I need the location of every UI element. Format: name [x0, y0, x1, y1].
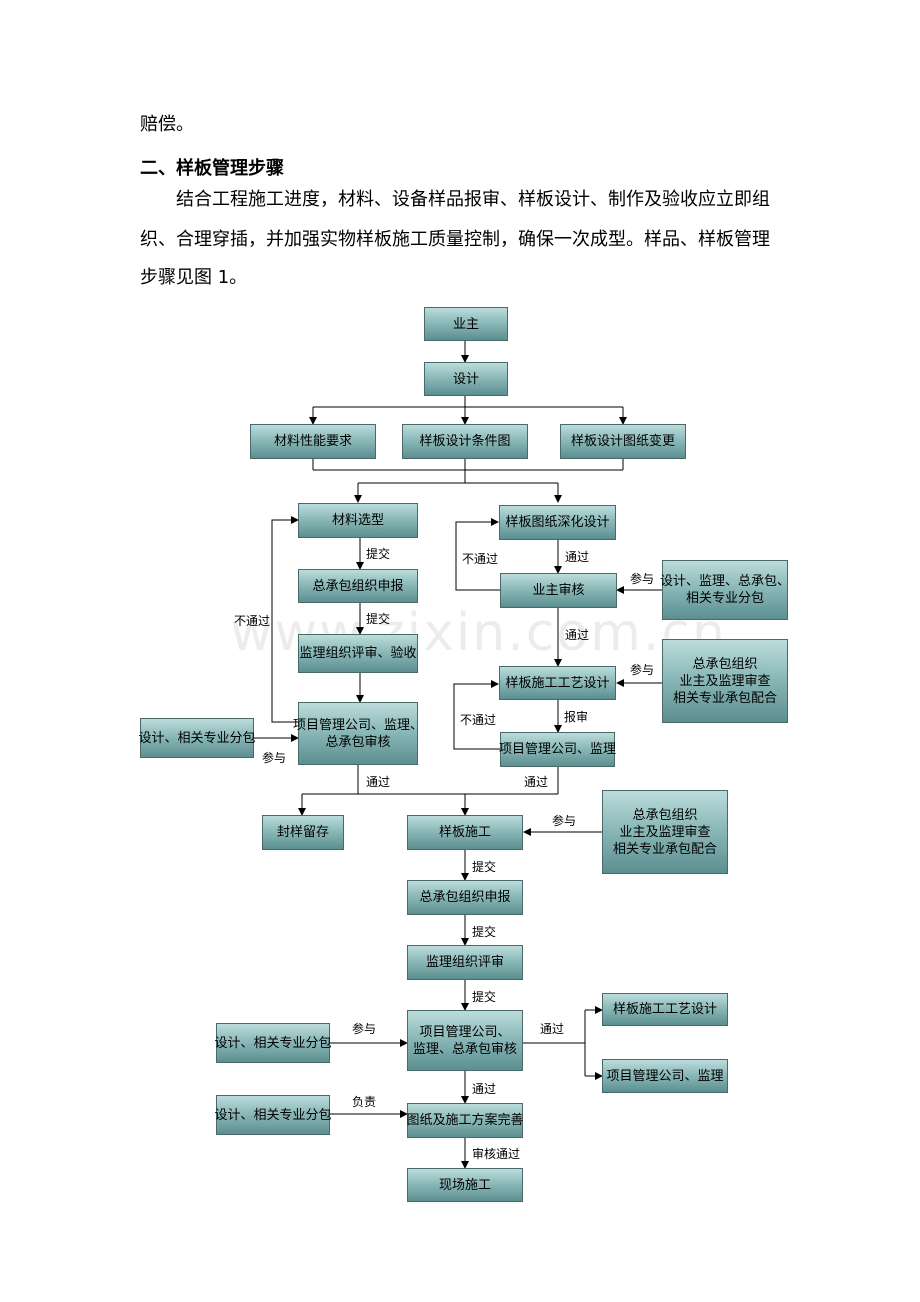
label-responsible: 负责 — [352, 1095, 377, 1109]
box-pm-review-1: 项目管理公司、监理、总承包审核 — [293, 702, 423, 765]
box-craft-design-2: 样板施工工艺设计 — [602, 993, 728, 1026]
label-submit-5: 提交 — [472, 990, 497, 1004]
label-participate-5: 参与 — [352, 1022, 377, 1036]
label-participate-3: 参与 — [630, 663, 655, 677]
box-sample-construction: 样板施工 — [407, 815, 523, 850]
paragraph-line-3: 步骤见图 1。 — [140, 267, 248, 288]
label-submit-4: 提交 — [472, 925, 497, 939]
label-participate-1: 参与 — [262, 751, 287, 765]
label-submit-2: 提交 — [366, 612, 391, 626]
box-gc-report-1: 总承包组织申报 — [298, 569, 418, 603]
box-gc-report-2: 总承包组织申报 — [407, 880, 523, 915]
label-pass-2: 通过 — [565, 550, 590, 564]
label-pass-1: 通过 — [366, 775, 391, 789]
box-site-construction: 现场施工 — [407, 1168, 523, 1202]
box-participants-1: 设计、监理、总承包、相关专业分包 — [660, 560, 790, 620]
box-owner: 业主 — [424, 307, 508, 341]
box-deep-design: 样板图纸深化设计 — [499, 505, 616, 540]
box-sample-design-conditions: 样板设计条件图 — [402, 424, 528, 459]
label-pass-4: 通过 — [524, 775, 549, 789]
box-drawings-plan: 图纸及施工方案完善 — [407, 1103, 524, 1138]
text-line-1: 赔偿。 — [140, 114, 194, 135]
paragraph-line-1: 结合工程施工进度，材料、设备样品报审、样板设计、制作及验收应立即组 — [176, 189, 770, 210]
box-supervision-review-1: 监理组织评审、验收 — [298, 634, 418, 673]
box-material-selection: 材料选型 — [298, 503, 418, 538]
label-pass-3: 通过 — [565, 628, 590, 642]
box-organization-2: 总承包组织业主及监理审查相关专业承包配合 — [602, 790, 728, 874]
box-owner-review: 业主审核 — [500, 573, 617, 608]
paragraph-line-2: 织、合理穿插，并加强实物样板施工质量控制，确保一次成型。样品、样板管理 — [140, 229, 770, 250]
box-design-subcontract-1: 设计、相关专业分包 — [139, 718, 256, 758]
box-seal-sample: 封样留存 — [262, 815, 344, 850]
box-supervision-review-2: 监理组织评审 — [407, 945, 523, 980]
label-pass-6: 通过 — [472, 1082, 497, 1096]
label-fail-3: 不通过 — [460, 713, 497, 727]
box-organization-1: 总承包组织业主及监理审查相关专业承包配合 — [662, 639, 788, 723]
box-design: 设计 — [424, 362, 508, 396]
box-sample-design-change: 样板设计图纸变更 — [560, 424, 686, 459]
box-material-requirements: 材料性能要求 — [250, 424, 376, 459]
box-pm-supervision-2: 项目管理公司、监理 — [602, 1059, 728, 1093]
box-design-subcontract-2: 设计、相关专业分包 — [215, 1023, 332, 1063]
label-participate-2: 参与 — [630, 572, 655, 586]
box-craft-design: 样板施工工艺设计 — [499, 666, 616, 700]
label-fail-2: 不通过 — [462, 552, 499, 566]
box-pm-review-2: 项目管理公司、监理、总承包审核 — [407, 1010, 523, 1071]
section-heading: 二、样板管理步骤 — [140, 158, 284, 179]
label-participate-4: 参与 — [552, 814, 577, 828]
label-submit-1: 提交 — [366, 547, 391, 561]
label-fail-1: 不通过 — [234, 614, 271, 628]
label-pass-5: 通过 — [540, 1022, 565, 1036]
label-audit-pass: 审核通过 — [472, 1147, 521, 1161]
box-pm-supervision: 项目管理公司、监理 — [499, 732, 616, 767]
label-submit-3: 提交 — [472, 860, 497, 874]
label-report: 报审 — [564, 710, 589, 724]
box-design-subcontract-3: 设计、相关专业分包 — [215, 1095, 332, 1135]
